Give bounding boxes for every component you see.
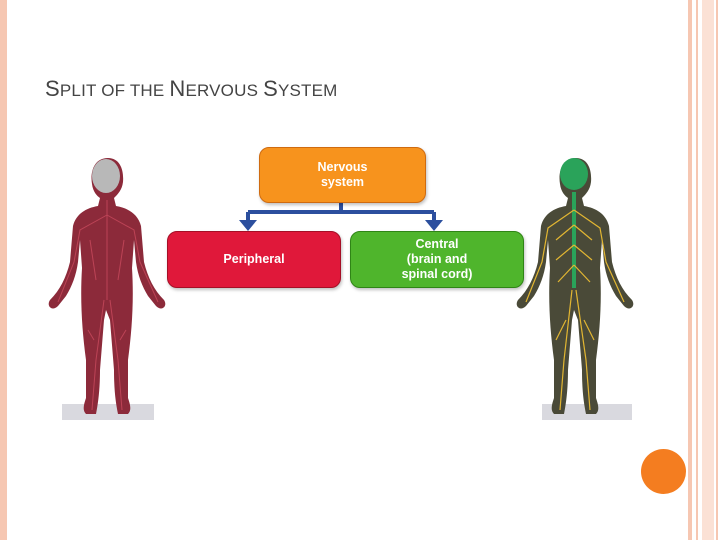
peripheral-body-figure [48,158,166,420]
title-part: S [45,76,60,101]
central-label-line1: Central [415,237,459,251]
peripheral-box: Peripheral [167,231,341,288]
arrow-head-left [239,220,257,231]
nervous-system-label-line2: system [320,175,365,189]
title-part: YSTEM [277,81,338,100]
connector-arrows [246,201,436,222]
nervous-system-label-line1: Nervous [317,160,368,174]
right-border-rule [696,0,698,540]
right-border-rule [702,0,714,540]
central-body-figure [516,158,634,420]
peripheral-label: Peripheral [223,252,285,266]
title-part: ERVOUS [185,81,264,100]
left-border-rule [0,0,7,540]
central-box: Central (brain and spinal cord) [350,231,524,288]
central-label-line2: (brain and [406,252,468,266]
decorative-circle [641,449,686,494]
right-border-rule [716,0,718,540]
arrow-head-right [425,220,443,231]
central-label-line3: spinal cord) [401,267,473,281]
right-border-rule [688,0,692,540]
title-part: N [169,76,186,101]
title-part: PLIT OF THE [59,81,170,100]
nervous-system-box: Nervous system [259,147,426,203]
title-part: S [263,76,278,101]
slide-title: SPLIT OF THE NERVOUS SYSTEM [45,76,338,102]
